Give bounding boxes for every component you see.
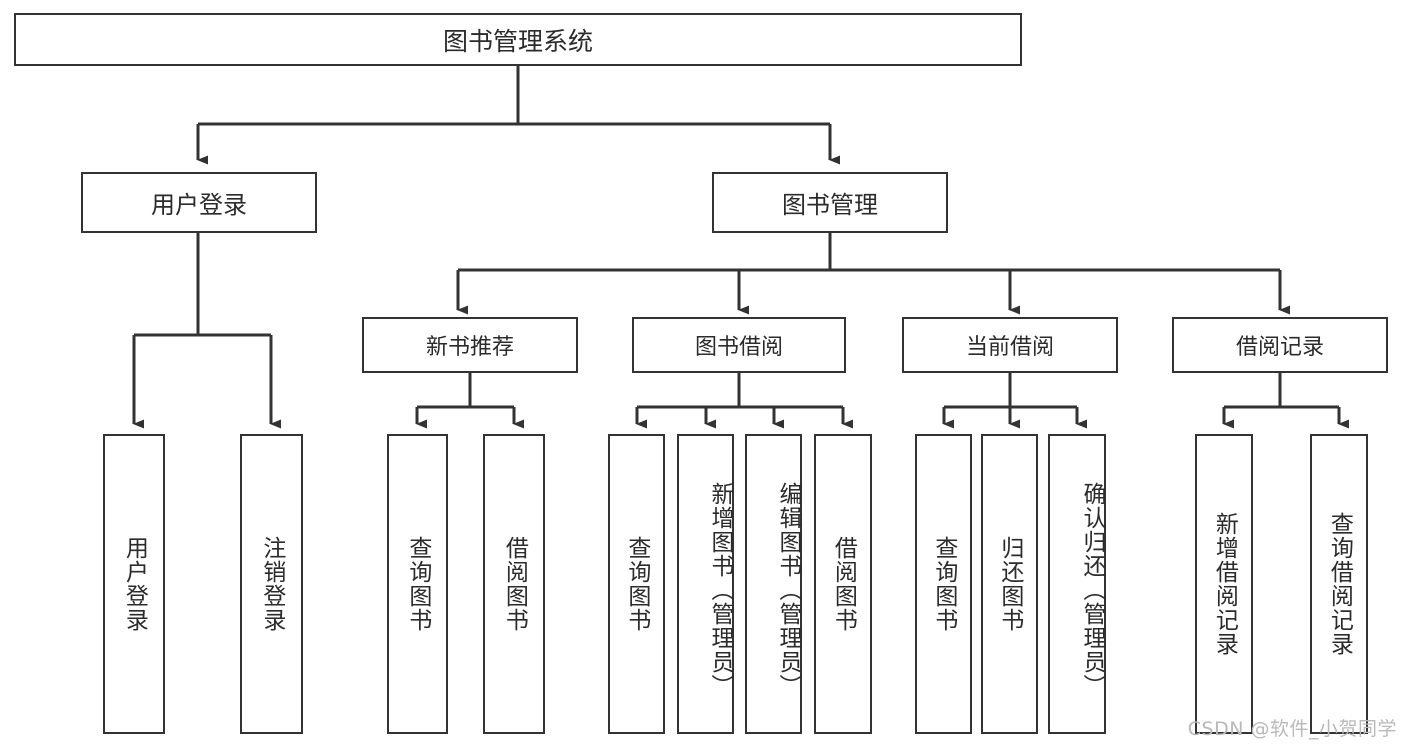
- node-label: 注销登录: [258, 536, 285, 632]
- node-label: 归还图书: [996, 536, 1023, 632]
- leaf-record-query-record[interactable]: 查询借阅记录: [1310, 434, 1368, 734]
- node-user-login[interactable]: 用户登录: [81, 172, 317, 233]
- leaf-user-login-login[interactable]: 用户登录: [103, 434, 165, 734]
- node-label: 图书借阅: [694, 335, 783, 360]
- leaf-borrow-borrow-book[interactable]: 借阅图书: [814, 434, 872, 734]
- node-label: 用户登录: [151, 191, 247, 219]
- node-new-book-recommend[interactable]: 新书推荐: [362, 317, 578, 373]
- node-label: 当前借阅: [965, 335, 1054, 360]
- node-label: 新书推荐: [425, 335, 514, 360]
- node-book-borrow[interactable]: 图书借阅: [632, 317, 846, 373]
- node-label: 查询借阅记录: [1326, 512, 1353, 656]
- node-book-management[interactable]: 图书管理: [712, 172, 948, 233]
- node-label: 编辑图书（管理员）: [775, 482, 801, 698]
- node-label: 新增图书（管理员）: [707, 482, 733, 698]
- leaf-current-return-book[interactable]: 归还图书: [981, 434, 1038, 734]
- leaf-new-book-borrow[interactable]: 借阅图书: [483, 434, 545, 734]
- leaf-new-book-query[interactable]: 查询图书: [387, 434, 448, 734]
- node-label: 借阅图书: [830, 536, 857, 632]
- leaf-current-query-book[interactable]: 查询图书: [915, 434, 972, 734]
- leaf-record-add-record[interactable]: 新增借阅记录: [1195, 434, 1253, 734]
- node-label: 图书管理: [782, 191, 878, 219]
- node-label: 确认归还（管理员）: [1079, 482, 1105, 698]
- node-label: 查询图书: [404, 536, 431, 632]
- node-label: 图书管理系统: [442, 26, 593, 56]
- node-label: 查询图书: [930, 536, 957, 632]
- node-label: 查询图书: [623, 536, 650, 632]
- leaf-borrow-add-book-admin[interactable]: 新增图书（管理员）: [677, 434, 734, 734]
- node-label: 新增借阅记录: [1211, 512, 1238, 656]
- node-label: 借阅图书: [501, 536, 528, 632]
- leaf-borrow-edit-book-admin[interactable]: 编辑图书（管理员）: [745, 434, 802, 734]
- node-root-book-management-system[interactable]: 图书管理系统: [14, 13, 1022, 66]
- leaf-borrow-query-book[interactable]: 查询图书: [608, 434, 665, 734]
- node-current-borrow[interactable]: 当前借阅: [902, 317, 1118, 373]
- node-label: 用户登录: [121, 536, 148, 632]
- leaf-current-confirm-return-admin[interactable]: 确认归还（管理员）: [1048, 434, 1106, 734]
- node-borrow-record[interactable]: 借阅记录: [1172, 317, 1388, 373]
- node-label: 借阅记录: [1235, 335, 1324, 360]
- leaf-user-login-logout[interactable]: 注销登录: [240, 434, 303, 734]
